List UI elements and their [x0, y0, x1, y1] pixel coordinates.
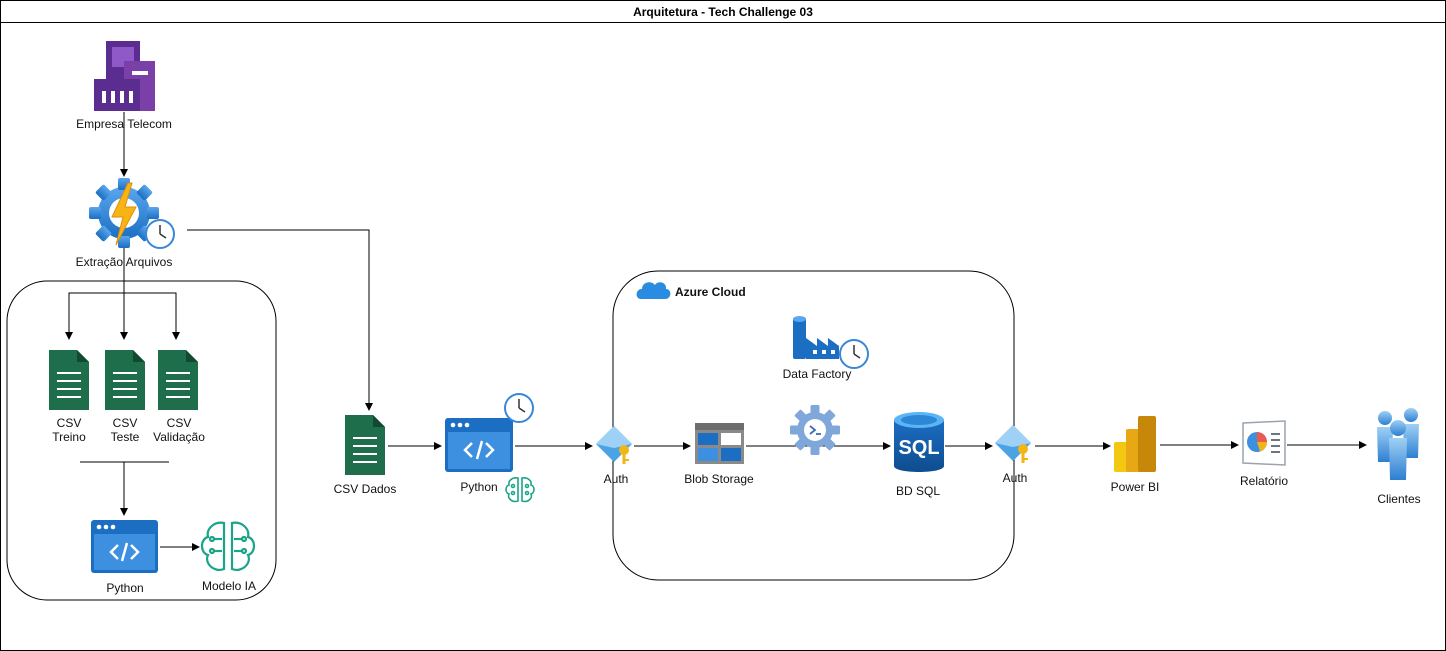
- bd-sql-label: BD SQL: [896, 484, 940, 498]
- clientes-label: Clientes: [1377, 492, 1420, 506]
- csv-dados-label: CSV Dados: [334, 482, 397, 496]
- document-icon: [158, 350, 198, 410]
- brain-circuit-icon: [505, 477, 535, 503]
- modelo-ia-label: Modelo IA: [202, 579, 256, 593]
- python-local-label: Python: [106, 581, 143, 595]
- python-pipeline-label: Python: [460, 480, 497, 494]
- edge-split-treino: [65, 292, 124, 340]
- csv-teste-label-1: CSV: [113, 416, 138, 430]
- data-factory-icon: [793, 316, 869, 369]
- auth-1-label: Auth: [604, 472, 629, 486]
- document-icon: [345, 415, 385, 475]
- csv-treino-label-1: CSV: [57, 416, 82, 430]
- report-chart-icon: [1242, 420, 1286, 466]
- users-group-icon: [1377, 408, 1419, 480]
- auth-2-label: Auth: [1003, 471, 1028, 485]
- key-vault-icon: [596, 426, 632, 464]
- function-app-timer-icon: [89, 178, 175, 249]
- sql-glyph: SQL: [898, 437, 939, 459]
- csv-teste-label-2: Teste: [111, 430, 140, 444]
- cloud-icon: [636, 282, 671, 299]
- power-bi-label: Power BI: [1111, 480, 1160, 494]
- power-bi-icon: [1114, 416, 1156, 472]
- code-window-icon: [91, 520, 158, 573]
- key-vault-icon: [995, 425, 1031, 463]
- diagram-title: Arquitetura - Tech Challenge 03: [1, 1, 1445, 23]
- data-factory-label: Data Factory: [783, 367, 852, 381]
- csv-treino-label-2: Treino: [52, 430, 86, 444]
- timer-icon: [504, 393, 534, 423]
- empresa-label: Empresa Telecom: [76, 117, 172, 131]
- extracao-label: Extração Arquivos: [76, 255, 173, 269]
- document-icon: [49, 350, 89, 410]
- sql-database-icon: SQL: [894, 412, 944, 472]
- local-training-group: [6, 280, 277, 601]
- csv-validacao-label-2: Validação: [153, 430, 205, 444]
- blob-storage-icon: [695, 423, 744, 464]
- azure-cloud-group: [612, 270, 1015, 581]
- document-icon: [105, 350, 145, 410]
- azure-cloud-label: Azure Cloud: [675, 285, 746, 299]
- edge-split-validacao: [124, 292, 180, 340]
- csv-validacao-label-1: CSV: [167, 416, 192, 430]
- brain-circuit-icon: [200, 521, 256, 571]
- gear-terminal-icon: [790, 405, 840, 455]
- blob-storage-label: Blob Storage: [684, 472, 754, 486]
- edge-extracao-csvdados: [187, 229, 373, 411]
- relatorio-label: Relatório: [1240, 474, 1288, 488]
- code-window-icon: [445, 418, 513, 472]
- building-icon: [94, 41, 155, 111]
